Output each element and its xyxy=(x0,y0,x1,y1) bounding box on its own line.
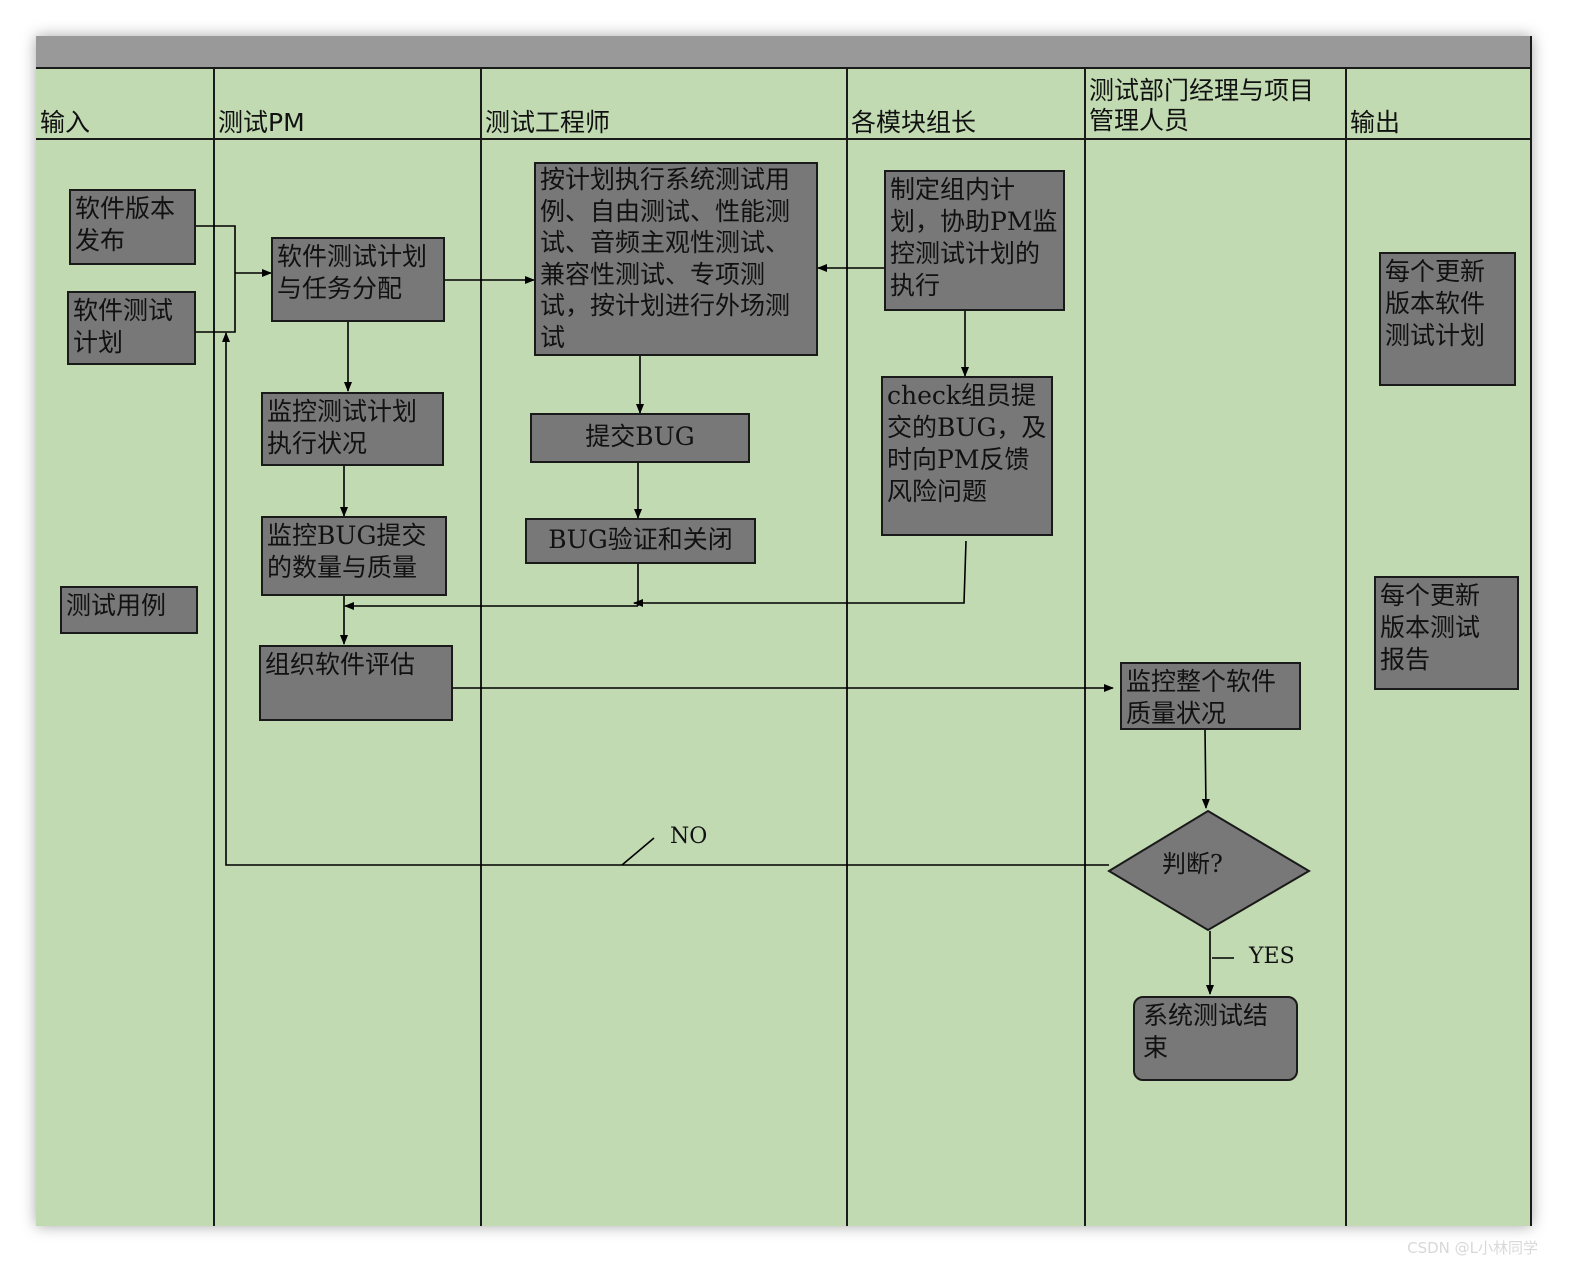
node-monitor-bugs: 监控BUG提交 的数量与质量 xyxy=(261,516,447,596)
node-monitor-quality: 监控整个软件 质量状况 xyxy=(1120,662,1301,730)
node-lead-plan: 制定组内计 划，协助PM监 控测试计划的 执行 xyxy=(884,170,1065,311)
lane-title-input: 输入 xyxy=(40,108,91,137)
lane-title-module-lead: 各模块组长 xyxy=(851,108,977,137)
node-monitor-plan: 监控测试计划 执行状况 xyxy=(261,392,444,466)
node-test-cases: 测试用例 xyxy=(60,586,198,634)
lane-title-test-engineer: 测试工程师 xyxy=(485,108,611,137)
node-output-test-report: 每个更新 版本测试 报告 xyxy=(1374,576,1519,690)
node-plan-and-assign: 软件测试计划 与任务分配 xyxy=(271,237,445,322)
node-test-end: 系统测试结 束 xyxy=(1133,996,1298,1081)
diagram-lines xyxy=(36,36,1532,1226)
node-software-release: 软件版本 发布 xyxy=(69,189,196,265)
lane-title-test-pm: 测试PM xyxy=(218,108,305,137)
node-execute-tests: 按计划执行系统测试用 例、自由测试、性能测 试、音频主观性测试、 兼容性测试、专… xyxy=(534,162,818,356)
decision-diamond xyxy=(1107,809,1311,932)
swimlane-diagram: 输入 测试PM 测试工程师 各模块组长 测试部门经理与项目 管理人员 输出 软件… xyxy=(36,36,1532,1226)
lane-title-output: 输出 xyxy=(1350,108,1401,137)
node-output-test-plan: 每个更新 版本软件 测试计划 xyxy=(1379,252,1516,386)
lane-title-manager: 测试部门经理与项目 管理人员 xyxy=(1089,76,1315,135)
node-test-plan-input: 软件测试 计划 xyxy=(67,291,196,365)
node-organize-evaluation: 组织软件评估 xyxy=(259,645,453,721)
node-submit-bug: 提交BUG xyxy=(530,413,750,463)
decision-label: 判断? xyxy=(1162,850,1223,878)
watermark: CSDN @L小林同学 xyxy=(1407,1239,1538,1257)
node-verify-close-bug: BUG验证和关闭 xyxy=(525,518,756,564)
edge-label-yes: YES xyxy=(1249,944,1295,969)
node-lead-check-bugs: check组员提 交的BUG，及 时向PM反馈 风险问题 xyxy=(881,376,1053,536)
edge-label-no: NO xyxy=(670,824,708,849)
